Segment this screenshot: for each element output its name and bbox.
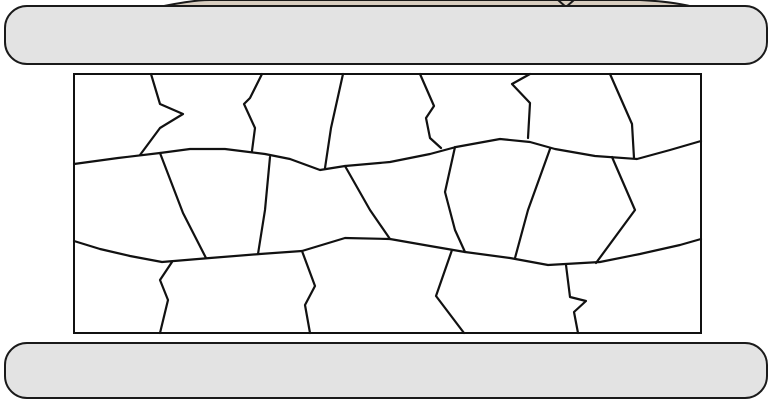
bottom-platen [5, 343, 767, 398]
top-platen [5, 6, 767, 64]
specimen-outline [74, 74, 701, 333]
specimen [74, 74, 701, 333]
